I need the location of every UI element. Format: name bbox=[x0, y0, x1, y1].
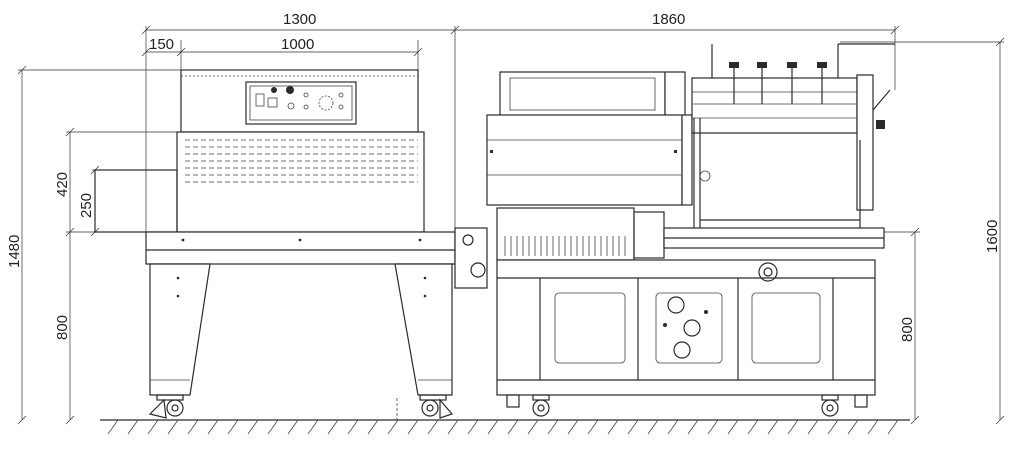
floor-hatching bbox=[100, 419, 910, 435]
dim-150: 150 bbox=[149, 36, 174, 53]
dim-800-right: 800 bbox=[899, 317, 916, 342]
dim-250: 250 bbox=[78, 193, 95, 218]
shrink-tunnel bbox=[94, 69, 456, 420]
dim-420: 420 bbox=[54, 172, 71, 197]
dim-800-left: 800 bbox=[54, 315, 71, 340]
dim-1300: 1300 bbox=[283, 11, 316, 28]
dim-1600: 1600 bbox=[984, 220, 1001, 253]
caster-wheels-tunnel bbox=[148, 394, 454, 419]
dimension-labels: 1300 1860 150 1000 420 250 1480 800 1600… bbox=[6, 11, 1001, 342]
caster-wheels-sealer bbox=[506, 394, 868, 417]
l-sealer bbox=[454, 43, 895, 417]
dim-1000: 1000 bbox=[281, 36, 314, 53]
dim-1480: 1480 bbox=[6, 235, 23, 268]
dim-1860: 1860 bbox=[652, 11, 685, 28]
